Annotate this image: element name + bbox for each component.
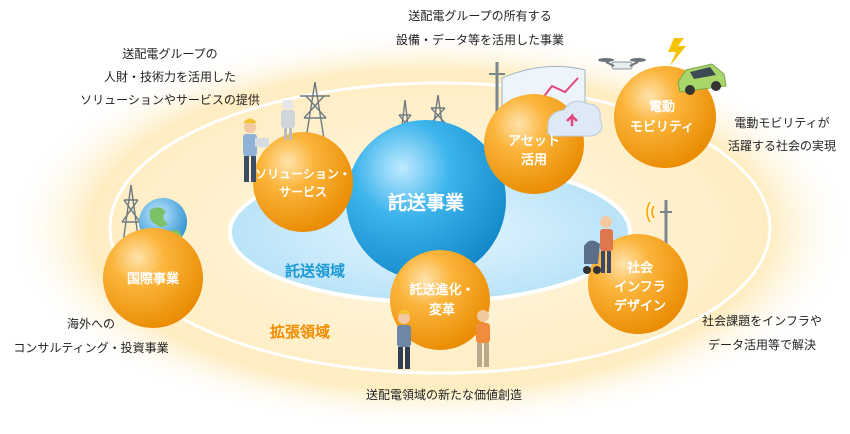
outer-zone-label: 拡張領域 <box>270 323 330 341</box>
infra-label-1: 社会 <box>626 260 654 276</box>
infra-label-2: インフラ <box>614 280 666 295</box>
international-sphere <box>103 228 203 328</box>
globe-continents <box>149 207 182 238</box>
caption-solution-2: 人財・技術力を活用した <box>104 69 236 84</box>
infra-sphere <box>588 234 688 334</box>
caption-asset: 送配電グループの所有する 設備・データ等を活用した事業 <box>396 8 564 47</box>
electric-car-icon <box>677 63 727 95</box>
asset-label-1: アセット <box>508 134 560 149</box>
stroller-family-icon <box>583 216 613 274</box>
caption-evolution: 送配電領域の新たな価値創造 <box>366 387 522 402</box>
evolution-label-2: 変革 <box>429 302 455 318</box>
caption-evolution-1: 送配電領域の新たな価値創造 <box>366 387 522 402</box>
caption-solution: 送配電グループの 人財・技術力を活用した ソリューションやサービスの提供 <box>80 46 260 107</box>
international-label: 国際事業 <box>127 271 180 287</box>
robot-icon <box>281 100 295 140</box>
cloud-upload-icon <box>547 100 603 137</box>
evolution-sphere <box>390 250 490 350</box>
asset-label-2: 活用 <box>521 152 547 168</box>
worker-icon <box>397 309 411 369</box>
solution-sphere <box>253 132 353 232</box>
worker-icon <box>476 310 490 367</box>
infra-label-3: デザイン <box>614 298 666 314</box>
caption-solution-3: ソリューションやサービスの提供 <box>80 92 260 107</box>
caption-ev: 電動モビリティが 活躍する社会の実現 <box>728 115 836 153</box>
caption-solution-1: 送配電グループの <box>122 46 217 61</box>
ev-label-2: モビリティ <box>630 119 694 135</box>
caption-infra: 社会課題をインフラや データ活用等で解決 <box>702 313 822 352</box>
evolution-label-1: 託送進化・ <box>409 282 474 298</box>
orbit-ring <box>108 81 772 375</box>
caption-international: 海外への コンサルティング・投資事業 <box>13 316 168 355</box>
caption-ev-2: 活躍する社会の実現 <box>728 138 836 153</box>
drone-icon <box>598 58 646 70</box>
solution-label-1: ソリューション・ <box>255 167 351 181</box>
caption-international-1: 海外への <box>67 316 115 331</box>
caption-asset-1: 送配電グループの所有する <box>408 8 551 23</box>
caption-ev-1: 電動モビリティが <box>734 115 829 130</box>
caption-infra-2: データ活用等で解決 <box>708 337 816 352</box>
lightning-icon <box>668 38 686 66</box>
solution-label-2: サービス <box>279 184 327 199</box>
engineer-icon <box>243 118 269 182</box>
caption-international-2: コンサルティング・投資事業 <box>13 340 168 355</box>
inner-zone-label: 託送領域 <box>285 262 345 280</box>
caption-infra-1: 社会課題をインフラや <box>702 313 822 328</box>
ev-label-1: 電動 <box>649 99 675 115</box>
core-sphere <box>346 120 506 280</box>
core-label: 託送事業 <box>388 191 465 214</box>
caption-asset-2: 設備・データ等を活用した事業 <box>396 32 564 47</box>
